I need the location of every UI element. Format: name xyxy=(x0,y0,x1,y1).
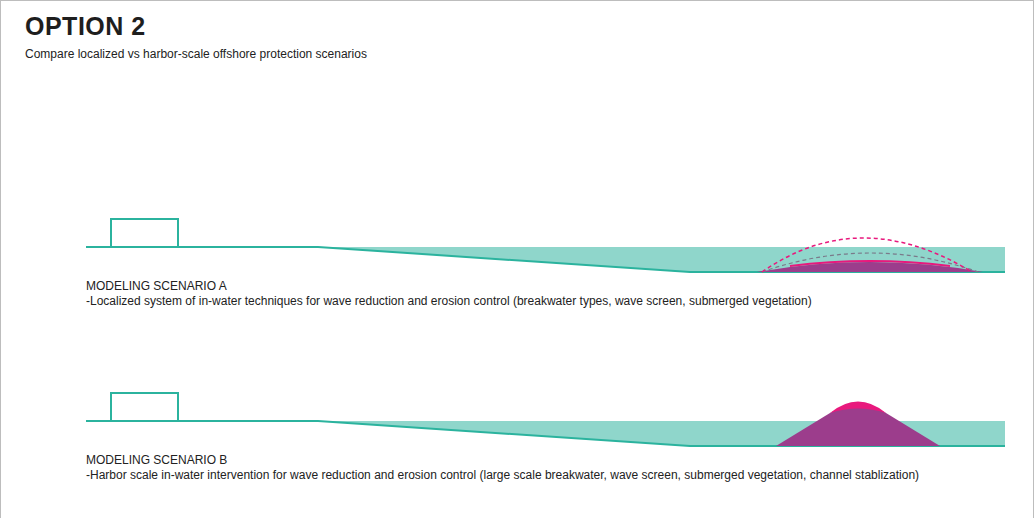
scenario-a-profile xyxy=(86,219,1005,272)
scenario-description: -Localized system of in-water techniques… xyxy=(86,294,926,309)
subtitle: Compare localized vs harbor-scale offsho… xyxy=(25,47,925,61)
scenario-heading: MODELING SCENARIO A xyxy=(86,279,986,294)
diagram-title: OPTION 2 xyxy=(25,12,146,41)
scenario-heading: MODELING SCENARIO B xyxy=(86,453,986,468)
scenario-b-profile xyxy=(86,393,1005,446)
scenario-description: -Harbor scale in-water intervention for … xyxy=(86,468,986,483)
